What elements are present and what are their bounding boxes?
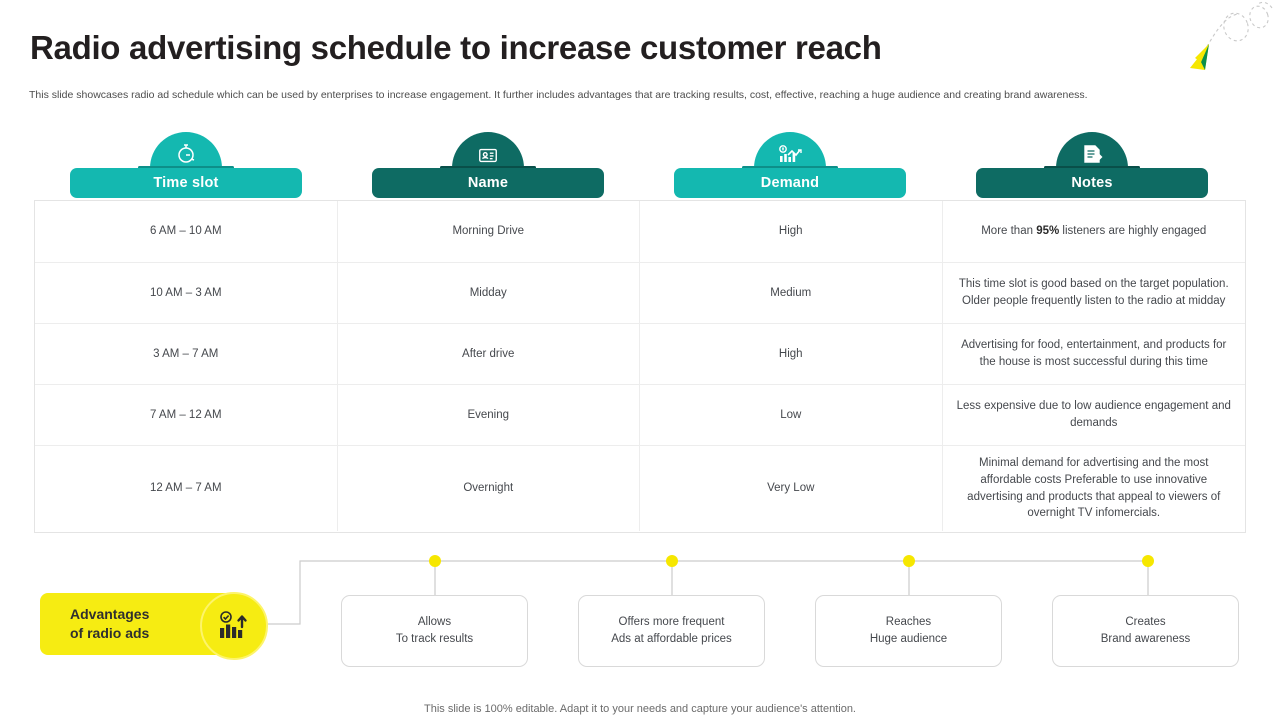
schedule-table: 6 AM – 10 AM Morning Drive High More tha… — [34, 200, 1246, 533]
advantage-card[interactable]: Creates Brand awareness — [1052, 595, 1239, 667]
cell-name: After drive — [338, 324, 640, 384]
notes-highlight: 95% — [1036, 225, 1060, 238]
table-row: 10 AM – 3 AM Midday Medium This time slo… — [35, 263, 1245, 324]
document-edit-icon — [1056, 132, 1128, 168]
cell-time-slot: 6 AM – 10 AM — [35, 201, 338, 262]
cell-demand: Low — [640, 385, 943, 445]
bar-chart-growth-icon — [220, 611, 247, 638]
header-dome-bar — [440, 166, 536, 169]
cell-notes: More than 95% listeners are highly engag… — [943, 201, 1246, 262]
table-row: 7 AM – 12 AM Evening Low Less expensive … — [35, 385, 1245, 446]
cell-demand: Very Low — [640, 446, 943, 531]
column-header-label: Name — [467, 175, 509, 191]
id-card-icon — [452, 132, 524, 168]
cell-notes: Advertising for food, entertainment, and… — [961, 339, 1227, 368]
advantage-card-line2: Huge audience — [869, 633, 948, 645]
cell-name: Midday — [338, 263, 640, 323]
advantage-card[interactable]: Allows To track results — [341, 595, 528, 667]
column-header-demand[interactable]: Demand — [674, 168, 906, 198]
advantage-card[interactable]: Reaches Huge audience — [815, 595, 1002, 667]
advantage-card-line2: Brand awareness — [1100, 633, 1191, 645]
footer-note: This slide is 100% editable. Adapt it to… — [424, 703, 856, 715]
notes-prefix: More than — [981, 225, 1037, 238]
advantage-card-line1: Allows — [417, 615, 452, 628]
advantage-card-line2: To track results — [395, 633, 474, 645]
page-subtitle: This slide showcases radio ad schedule w… — [29, 89, 1088, 101]
cell-name: Overnight — [338, 446, 640, 531]
advantage-card[interactable]: Offers more frequent Ads at affordable p… — [578, 595, 765, 667]
advantage-connectors — [265, 555, 1154, 625]
column-header-label: Time slot — [153, 175, 219, 191]
cell-name: Morning Drive — [338, 201, 640, 262]
growth-chart-icon — [754, 132, 826, 168]
page-title: Radio advertising schedule to increase c… — [30, 29, 882, 66]
cell-notes: This time slot is good based on the targ… — [958, 278, 1229, 307]
column-header-name[interactable]: Name — [372, 168, 604, 198]
cell-time-slot: 7 AM – 12 AM — [35, 385, 338, 445]
paper-plane-decoration — [1190, 1, 1273, 70]
table-row: 3 AM – 7 AM After drive High Advertising… — [35, 324, 1245, 385]
cell-notes: Less expensive due to low audience engag… — [956, 400, 1231, 429]
advantage-card-line2: Ads at affordable prices — [611, 633, 732, 645]
cell-time-slot: 3 AM – 7 AM — [35, 324, 338, 384]
cell-demand: High — [640, 201, 943, 262]
advantage-card-line1: Creates — [1125, 615, 1166, 628]
cell-time-slot: 12 AM – 7 AM — [35, 446, 338, 531]
notes-suffix: listeners are highly engaged — [1059, 225, 1207, 238]
cell-notes: Minimal demand for advertising and the m… — [967, 457, 1221, 520]
cell-demand: Medium — [640, 263, 943, 323]
column-header-label: Notes — [1071, 175, 1113, 191]
header-dome-bar — [1044, 166, 1140, 169]
table-row: 6 AM – 10 AM Morning Drive High More tha… — [35, 201, 1245, 263]
table-column-headers: Time slot Name Demand — [34, 128, 1246, 200]
table-row: 12 AM – 7 AM Overnight Very Low Minimal … — [35, 446, 1245, 531]
advantage-card-line1: Reaches — [885, 615, 932, 628]
header-dome-bar — [138, 166, 234, 169]
cell-demand: High — [640, 324, 943, 384]
stopwatch-icon — [150, 132, 222, 168]
cell-name: Evening — [338, 385, 640, 445]
column-header-time-slot[interactable]: Time slot — [70, 168, 302, 198]
advantages-badge[interactable] — [200, 592, 268, 660]
cell-time-slot: 10 AM – 3 AM — [35, 263, 338, 323]
header-dome-bar — [742, 166, 838, 169]
column-header-notes[interactable]: Notes — [976, 168, 1208, 198]
column-header-label: Demand — [760, 175, 820, 191]
advantage-card-line1: Offers more frequent — [618, 615, 725, 628]
